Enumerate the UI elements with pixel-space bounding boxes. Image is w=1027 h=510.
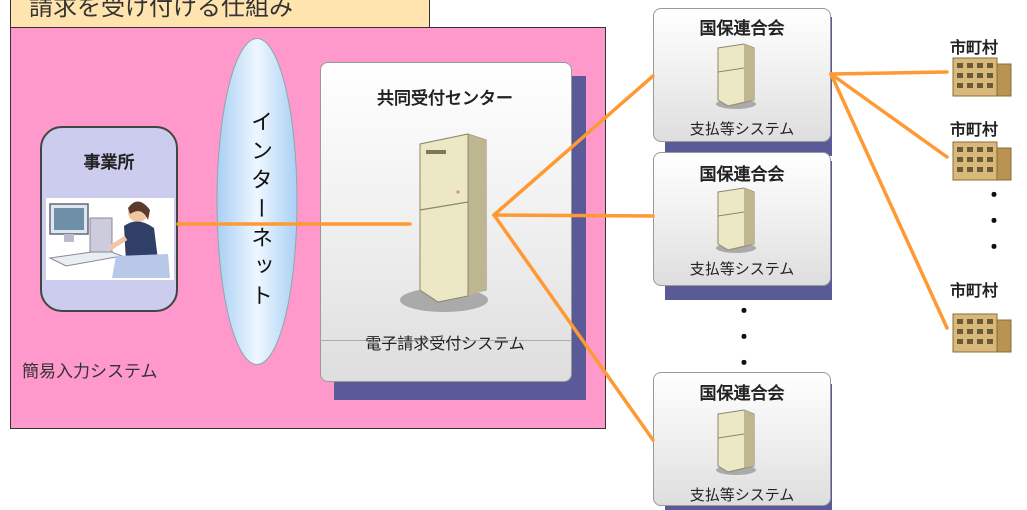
small-server-icon-2 <box>716 187 756 253</box>
person-at-computer-icon <box>48 201 170 278</box>
building-icon-3 <box>952 313 1012 353</box>
municipality-1-label: 市町村 <box>950 38 999 57</box>
municipality-ellipsis: ・ ・ ・ <box>984 183 1004 259</box>
municipality-3-label: 市町村 <box>950 281 999 300</box>
union-to-municipality-2-line <box>829 72 949 159</box>
shared-reception-center-title: 共同受付センター <box>377 89 513 109</box>
union-to-municipality-1-line <box>829 70 949 76</box>
office-label: 事業所 <box>83 153 135 173</box>
diagram-title-text: 請求を受け付ける仕組み <box>29 0 293 21</box>
union-node-3-title: 国保連合会 <box>699 384 785 404</box>
diagram-title: 請求を受け付ける仕組み <box>10 0 430 30</box>
internet-label: インターネット <box>247 110 272 313</box>
internet-cloud <box>216 37 298 366</box>
union-node-3-subtitle: 支払等システム <box>689 486 795 504</box>
union-node-2-title: 国保連合会 <box>699 165 785 185</box>
building-icon-2 <box>952 141 1012 181</box>
union-to-municipality-3-line <box>829 72 949 330</box>
union-node-1-subtitle: 支払等システム <box>689 120 795 138</box>
small-server-icon-1 <box>716 43 756 109</box>
union-node-1 <box>653 8 831 142</box>
union-node-1-title: 国保連合会 <box>699 19 785 39</box>
small-server-icon-3 <box>716 409 756 475</box>
building-icon-1 <box>952 57 1012 97</box>
center-card-divider <box>320 340 572 341</box>
union-node-2-subtitle: 支払等システム <box>689 260 795 278</box>
internet-ellipse-icon <box>216 38 298 365</box>
e-claim-reception-system-label: 電子請求受付システム <box>365 334 525 353</box>
simple-input-label: 簡易入力システム <box>22 362 158 382</box>
server-icon <box>400 133 488 312</box>
municipality-2-label: 市町村 <box>950 120 999 139</box>
union-ellipsis: ・ ・ ・ <box>734 299 754 375</box>
office-user-illustration <box>46 198 174 280</box>
